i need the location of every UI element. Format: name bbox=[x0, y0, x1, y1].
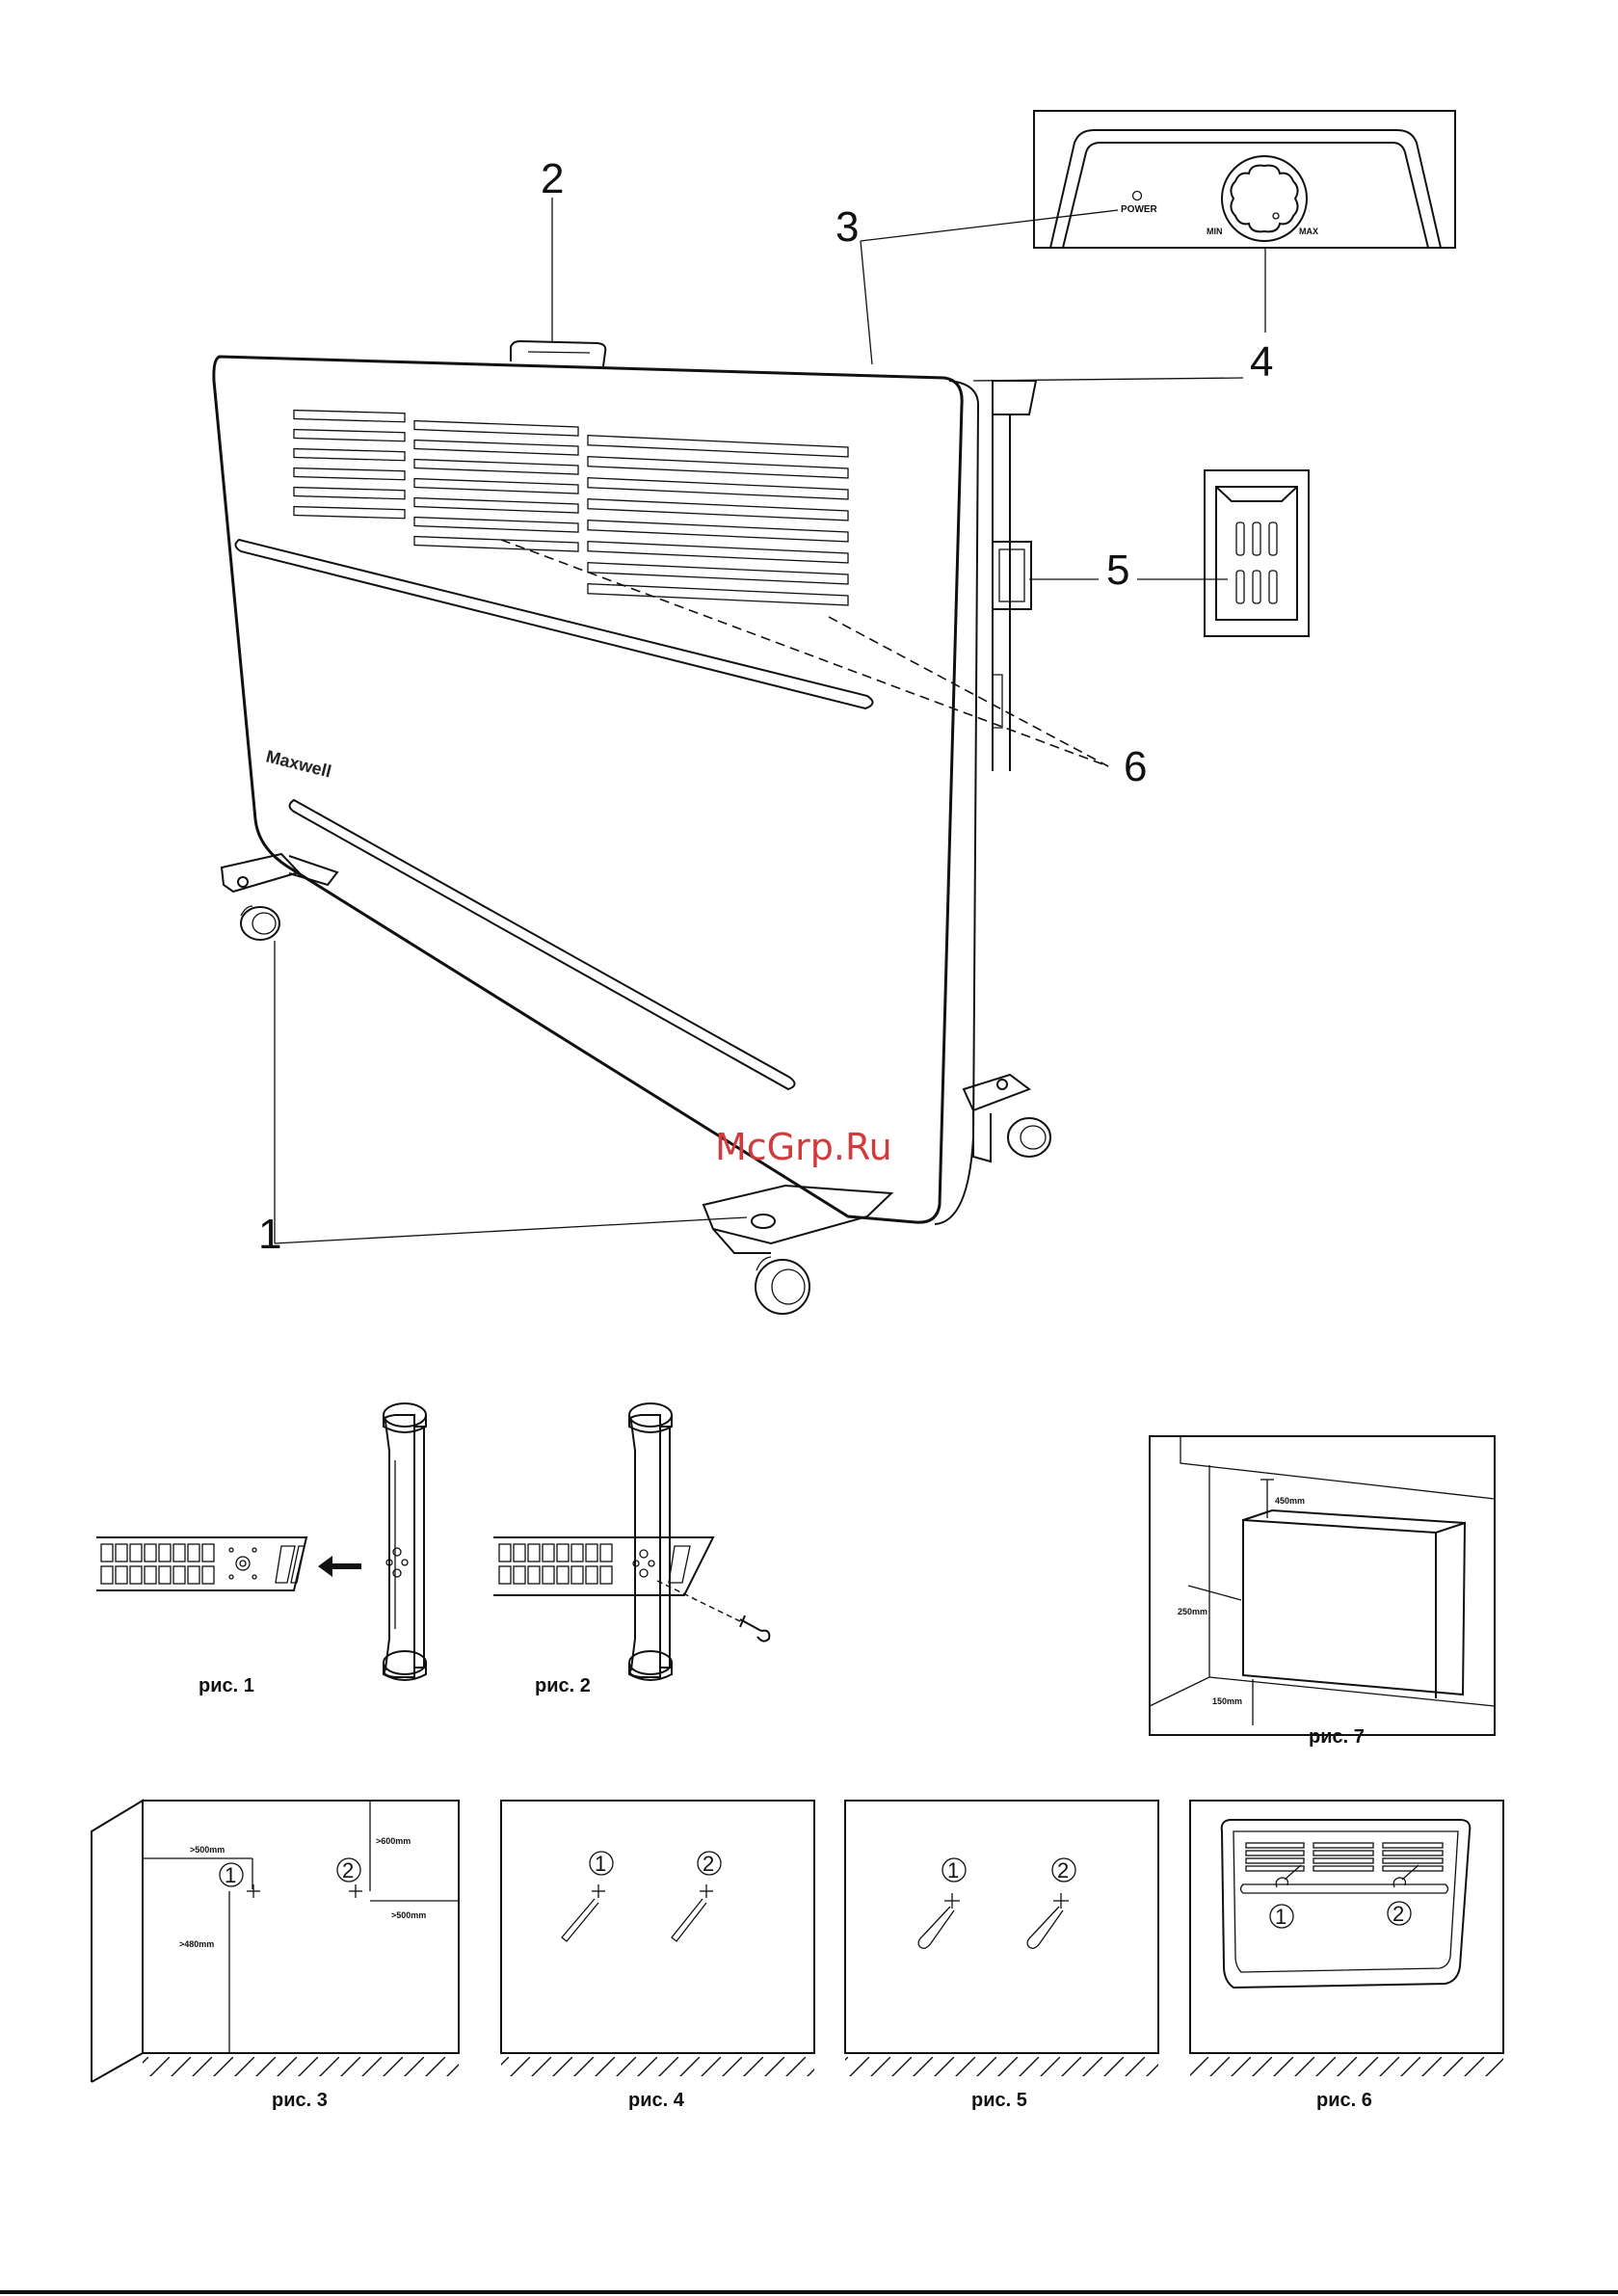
dim-250mm: 250mm bbox=[1178, 1607, 1207, 1616]
point-2-label: 2 bbox=[342, 1858, 354, 1882]
point-1-label: 1 bbox=[595, 1852, 606, 1876]
callout-3: 3 bbox=[836, 203, 859, 251]
point-2-label: 2 bbox=[1057, 1858, 1069, 1882]
caption-fig-1: рис. 1 bbox=[199, 1675, 254, 1696]
callouts: 2 3 4 5 6 1 bbox=[258, 155, 1273, 1258]
point-2-label: 2 bbox=[1393, 1902, 1404, 1926]
leg-left bbox=[222, 854, 337, 940]
figure-3: >500mm >600mm >500mm >480mm 1 2 рис. 3 bbox=[92, 1801, 459, 2111]
heater-grille bbox=[294, 411, 848, 605]
dim-600mm: >600mm bbox=[376, 1836, 411, 1846]
drill-icon bbox=[562, 1884, 713, 1941]
callout-2: 2 bbox=[541, 155, 564, 202]
point-1-label: 1 bbox=[947, 1858, 959, 1882]
caption-fig-5: рис. 5 bbox=[971, 2090, 1027, 2111]
dim-500mm-left: >500mm bbox=[190, 1845, 225, 1855]
figure-2: рис. 2 bbox=[493, 1403, 769, 1696]
callout-1: 1 bbox=[258, 1211, 281, 1258]
switch-inset bbox=[1205, 470, 1309, 636]
figure-7: 450mm 250mm 150mm рис. 7 bbox=[1150, 1436, 1495, 1748]
power-label: POWER bbox=[1121, 204, 1158, 215]
point-2-label: 2 bbox=[703, 1852, 714, 1876]
figure-5: 1 2 рис. 5 bbox=[845, 1801, 1158, 2111]
min-label: MIN bbox=[1207, 227, 1223, 236]
callout-5: 5 bbox=[1106, 547, 1129, 594]
figure-1: рис. 1 bbox=[96, 1403, 426, 1696]
leg-right-rear bbox=[964, 1075, 1050, 1161]
brand-logo: Maxwell bbox=[264, 746, 333, 781]
callout-6: 6 bbox=[1124, 743, 1147, 790]
dim-150mm: 150mm bbox=[1212, 1696, 1242, 1706]
caption-fig-4: рис. 4 bbox=[628, 2090, 685, 2111]
thermostat-knob-icon bbox=[1231, 166, 1297, 232]
control-panel-inset: POWER MIN MAX bbox=[1034, 111, 1455, 248]
figure-6: 1 2 рис. 6 bbox=[1190, 1801, 1503, 2111]
point-1-label: 1 bbox=[225, 1863, 236, 1887]
screw-icon bbox=[740, 1615, 769, 1642]
screwdriver-icon bbox=[918, 1893, 1069, 1948]
point-1-label: 1 bbox=[1275, 1905, 1286, 1929]
heater-illustration: Maxwell bbox=[214, 341, 1108, 1314]
leg-right-front bbox=[703, 1186, 891, 1314]
watermark: McGrp.Ru bbox=[715, 1126, 892, 1168]
callout-4: 4 bbox=[1250, 338, 1273, 386]
caption-fig-6: рис. 6 bbox=[1316, 2090, 1372, 2111]
caption-fig-7: рис. 7 bbox=[1309, 1726, 1365, 1748]
dim-500mm-right: >500mm bbox=[391, 1910, 426, 1920]
power-indicator-icon bbox=[1133, 192, 1142, 200]
arrow-left-icon bbox=[318, 1556, 361, 1577]
caption-fig-3: рис. 3 bbox=[272, 2090, 328, 2111]
max-label: MAX bbox=[1299, 227, 1318, 236]
caption-fig-2: рис. 2 bbox=[535, 1675, 591, 1696]
dim-450mm: 450mm bbox=[1275, 1496, 1305, 1506]
dim-480mm: >480mm bbox=[179, 1939, 214, 1949]
figure-4: 1 2 рис. 4 bbox=[501, 1801, 814, 2111]
rocker-switch-icon bbox=[1236, 522, 1277, 603]
